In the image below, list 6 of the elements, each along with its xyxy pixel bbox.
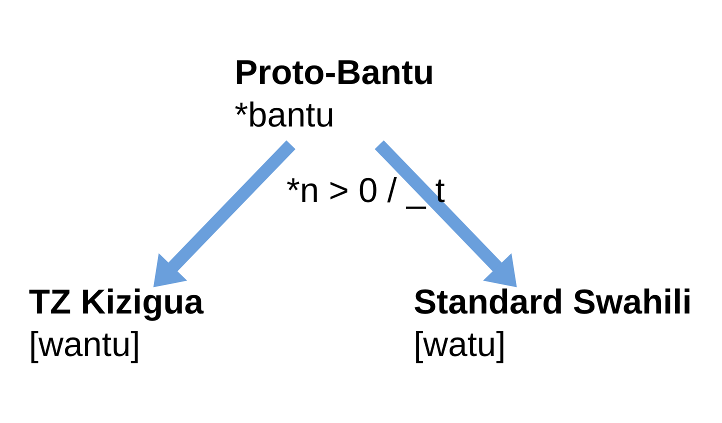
arrow	[153, 140, 296, 287]
edge-label: *n > 0 / _ t	[286, 171, 445, 210]
node-text: Proto-Bantu *bantu	[234, 54, 434, 134]
node-text: Standard Swahili [watu]	[414, 282, 692, 364]
node-text: TZ Kizigua [wantu]	[28, 282, 204, 364]
arrow	[374, 140, 517, 287]
